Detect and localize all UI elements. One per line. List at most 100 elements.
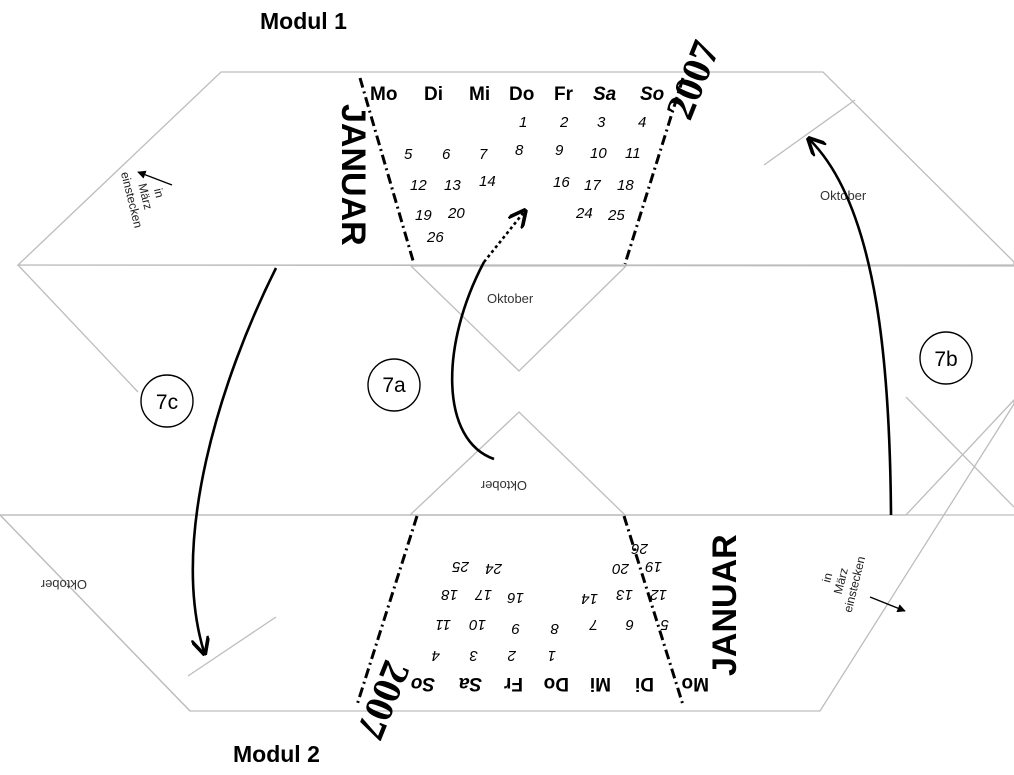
day-cell: 14: [479, 173, 496, 190]
day-cell: 1: [519, 114, 527, 131]
day-cell: 9: [511, 620, 520, 637]
step-7a-badge: 7a: [367, 358, 421, 412]
weekday-di: Di: [635, 673, 654, 694]
module-2-title: Modul 2: [233, 741, 320, 767]
day-cell: 6: [625, 616, 634, 633]
flap-label-center: Oktober: [487, 291, 534, 306]
module-2-center-flap: [408, 411, 627, 516]
day-cell: 4: [432, 647, 440, 664]
day-cell: 4: [638, 114, 646, 131]
weekday-mo: Mo: [682, 673, 709, 694]
day-cell: 10: [590, 145, 607, 162]
day-cell: 25: [452, 558, 470, 575]
module-2-month: JANUAR: [706, 534, 744, 676]
weekday-so: So: [411, 673, 435, 694]
day-cell: 5: [404, 146, 413, 163]
module-1-weekday-header: Mo Di Mi Do Fr Sa So: [370, 84, 664, 105]
day-cell: 17: [475, 586, 492, 603]
step-7b-arrow: [810, 140, 893, 516]
day-cell: 16: [553, 174, 570, 191]
day-cell: 19: [645, 558, 662, 575]
weekday-do: Do: [509, 84, 534, 105]
module-2-slot: [187, 616, 277, 677]
day-cell: 13: [444, 177, 461, 194]
module-2-year: 2007: [348, 655, 420, 746]
step-7b-label: 7b: [934, 348, 957, 371]
step-7c-label: 7c: [156, 391, 178, 414]
flap-label-center: Oktober: [480, 478, 527, 493]
day-cell: 7: [589, 616, 598, 633]
module-2-outline: [0, 399, 1014, 712]
day-cell: 17: [584, 177, 601, 194]
module-2-sheet: [0, 396, 1014, 712]
insert-direction-arrow-icon: [869, 596, 906, 613]
weekday-sa: Sa: [593, 84, 617, 105]
module-1-insert-note: in März einstecken: [118, 170, 167, 229]
step-7b-badge: 7b: [919, 331, 973, 385]
module-1-year: 2007: [657, 34, 729, 125]
flap-label-right: Oktober: [40, 577, 87, 592]
module-1-cut-line-left: [358, 77, 416, 265]
day-cell: 25: [607, 207, 625, 224]
module-1-title: Modul 1: [260, 8, 347, 34]
insert-note-line: in: [819, 571, 835, 583]
day-cell: 26: [426, 229, 444, 246]
weekday-mi: Mi: [469, 84, 490, 105]
day-cell: 18: [441, 586, 458, 603]
day-cell: 20: [612, 560, 630, 577]
weekday-mi: Mi: [590, 673, 611, 694]
day-cell: 18: [617, 177, 634, 194]
module-1-center-flap: [409, 265, 628, 372]
weekday-mo: Mo: [370, 84, 397, 105]
day-cell: 20: [447, 205, 465, 222]
weekday-sa: Sa: [458, 673, 482, 694]
insert-direction-arrow-icon: [137, 170, 173, 186]
step-7a-arrow-dotted: [482, 212, 524, 263]
weekday-fr: Fr: [503, 673, 523, 694]
module-1-outline: [16, 71, 1014, 267]
step-7a-arrow: [450, 261, 495, 461]
module-2-insert-note: in März einstecken: [819, 555, 868, 614]
module-1-cut-line-right: [623, 77, 685, 265]
day-cell: 14: [581, 590, 598, 607]
insert-note-line: März: [135, 182, 155, 211]
insert-note-line: in: [151, 187, 167, 199]
step-7c-badge: 7c: [140, 374, 194, 428]
module-2-calendar-upside-down: Mo Di Mi Do Fr Sa So 1 2 3 4 5 6 7 8 9 1…: [40, 478, 744, 746]
day-cell: 6: [442, 146, 451, 163]
day-cell: 24: [485, 560, 503, 577]
module-1-day-grid: 1 2 3 4 5 6 7 8 9 10 11 12 13 14 16 17 1…: [404, 114, 646, 246]
step-7a-label: 7a: [382, 374, 406, 397]
module-1-sheet: [16, 71, 1014, 393]
day-cell: 8: [515, 142, 524, 159]
day-cell: 9: [555, 142, 564, 159]
day-cell: 12: [410, 177, 427, 194]
insert-note-line: März: [831, 566, 851, 595]
day-cell: 7: [479, 146, 488, 163]
day-cell: 5: [660, 616, 669, 633]
weekday-fr: Fr: [554, 84, 574, 105]
day-cell: 19: [415, 207, 432, 224]
day-cell: 11: [625, 145, 641, 162]
day-cell: 24: [575, 205, 593, 222]
day-cell: 10: [469, 616, 486, 633]
module-1-month: JANUAR: [334, 104, 372, 246]
weekday-di: Di: [424, 84, 443, 105]
day-cell: 12: [650, 586, 667, 603]
day-cell: 8: [550, 620, 559, 637]
day-cell: 13: [616, 586, 633, 603]
step-7c-arrow: [193, 267, 278, 652]
day-cell: 11: [435, 616, 451, 633]
module-2-cut-line-left: [355, 515, 419, 706]
day-cell: 1: [548, 647, 556, 664]
module-1-slot: [763, 99, 856, 166]
weekday-do: Do: [544, 673, 569, 694]
day-cell: 2: [559, 114, 569, 131]
day-cell: 16: [507, 589, 524, 606]
flap-label-right: Oktober: [820, 188, 867, 203]
day-cell: 26: [631, 540, 649, 557]
weekday-so: So: [640, 84, 664, 105]
day-cell: 2: [507, 647, 517, 664]
